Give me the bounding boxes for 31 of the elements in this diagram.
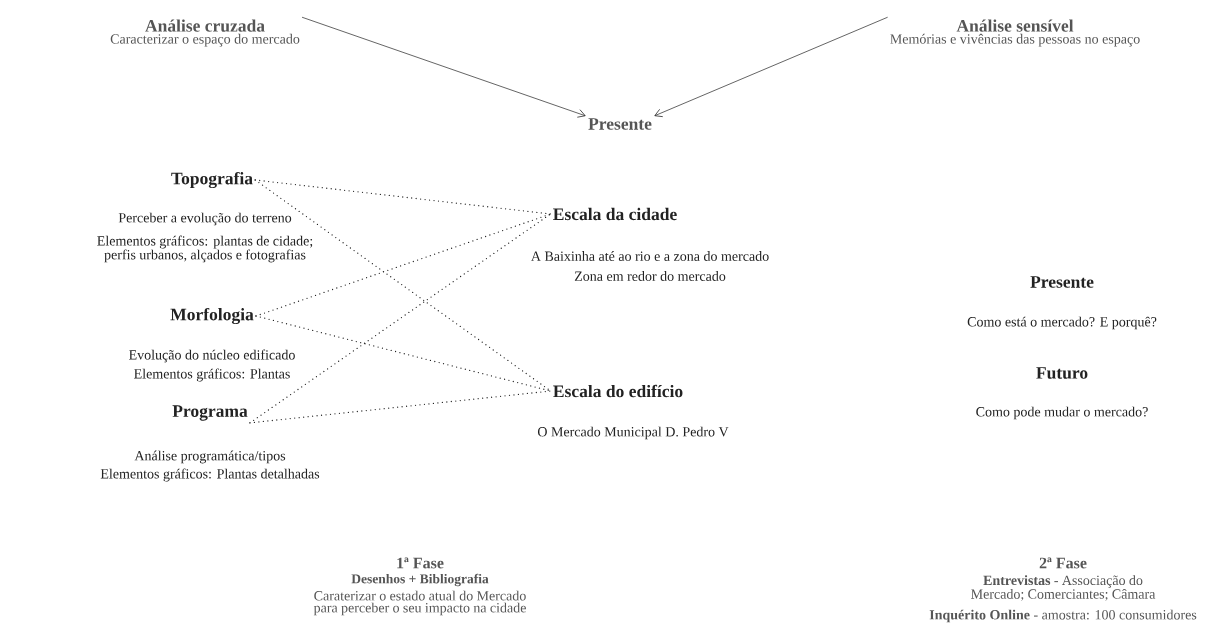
- description-text: Zona em redor do mercado: [574, 271, 726, 281]
- description-text: Elementos gráficos: Plantas: [134, 368, 290, 382]
- connector-line: [249, 390, 552, 424]
- heading: Presente: [1030, 276, 1094, 288]
- description-text: Análise programática/tipos: [134, 450, 286, 464]
- body-text: Como está o mercado? E porquê?: [967, 316, 1157, 330]
- description-text: Evolução do núcleo edificado: [129, 349, 295, 363]
- body-text: Caraterizar o estado atual do Mercado para perceber o seu impacto na cidade: [313, 590, 526, 616]
- heading-text: Análise cruzada Caracterizar o espaço do mercado: [110, 19, 300, 47]
- heading-text: Morfologia: [170, 307, 254, 325]
- body-text: Inquérito Online - amostra: 100 consumidores: [929, 609, 1197, 623]
- arrow: [301, 16, 586, 118]
- heading-text: Escala da cidade: [553, 207, 677, 221]
- heading-text: Análise sensível Memórias e vivências das pessoas no espaço: [890, 19, 1140, 47]
- body-text: Como pode mudar o mercado?: [976, 406, 1148, 420]
- description-text: A Baixinha até ao rio e a zona do mercado: [531, 251, 769, 261]
- subheading: Desenhos + Bibliografia: [351, 573, 489, 587]
- description-text: O Mercado Municipal D. Pedro V: [537, 426, 729, 440]
- description-text: Elementos gráficos: plantas de cidade; perfis urbanos, alçados e fotografias: [97, 235, 313, 263]
- heading-text: Programa: [172, 405, 248, 421]
- description-text: Perceber a evolução do terreno: [118, 212, 292, 226]
- heading-text: Presente: [588, 118, 652, 130]
- heading-text: Topografia: [171, 171, 253, 189]
- connector-line: [254, 179, 552, 392]
- heading-text: Escala do edifício: [553, 384, 683, 398]
- arrow: [654, 16, 888, 117]
- body-text: Entrevistas - Associação do Mercado; Comerciantes; Câmara: [971, 575, 1156, 601]
- phase-heading: 1ª Fase: [397, 557, 444, 569]
- description-text: Elementos gráficos: Plantas detalhadas: [100, 468, 320, 482]
- heading: Futuro: [1036, 367, 1088, 379]
- phase-heading: 2ª Fase: [1039, 557, 1087, 569]
